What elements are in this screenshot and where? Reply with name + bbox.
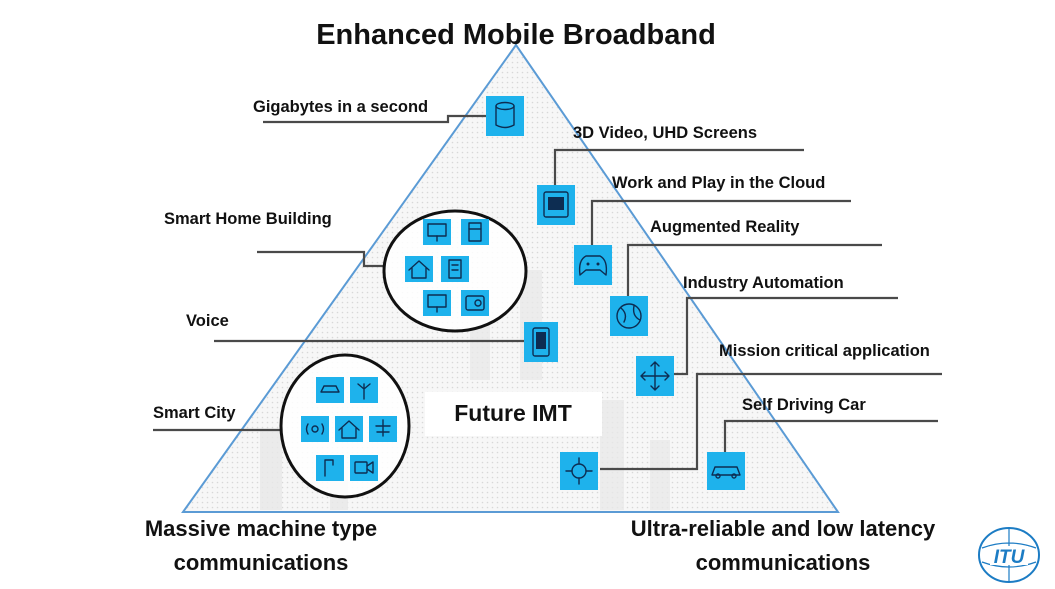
smart-city-icons (301, 377, 397, 481)
corner-right-line2: communications (696, 550, 871, 575)
database-icon (486, 96, 524, 136)
globe-icon (610, 296, 648, 336)
title: Enhanced Mobile Broadband (316, 19, 716, 51)
monitor-icon (537, 185, 575, 225)
phone-icon (524, 322, 558, 362)
label-voice: Voice (186, 312, 229, 330)
label-smart-home: Smart Home Building (164, 210, 332, 228)
itu-logo: ITU (978, 527, 1040, 583)
right-connectors (553, 148, 942, 471)
left-connectors (153, 114, 524, 432)
future-imt-box (425, 392, 602, 436)
label-3d-video: 3D Video, UHD Screens (573, 124, 757, 142)
label-smart-city: Smart City (153, 404, 236, 422)
label-self-driving: Self Driving Car (742, 396, 866, 414)
future-imt-label: Future IMT (454, 400, 572, 426)
itu-logo-text: ITU (994, 547, 1026, 568)
gamepad-icon (574, 245, 612, 285)
corner-left-line1: Massive machine type (145, 516, 377, 541)
label-industry: Industry Automation (683, 274, 844, 292)
label-mission: Mission critical application (719, 342, 930, 360)
smart-home-icons (405, 219, 489, 316)
corner-left-line2: communications (174, 550, 349, 575)
joystick-icon (560, 452, 598, 490)
car-icon (707, 452, 745, 490)
arrows-icon (636, 356, 674, 396)
label-ar: Augmented Reality (650, 218, 800, 236)
corner-right-line1: Ultra-reliable and low latency (631, 516, 936, 541)
label-gigabytes: Gigabytes in a second (253, 98, 428, 116)
label-cloud: Work and Play in the Cloud (612, 174, 825, 192)
